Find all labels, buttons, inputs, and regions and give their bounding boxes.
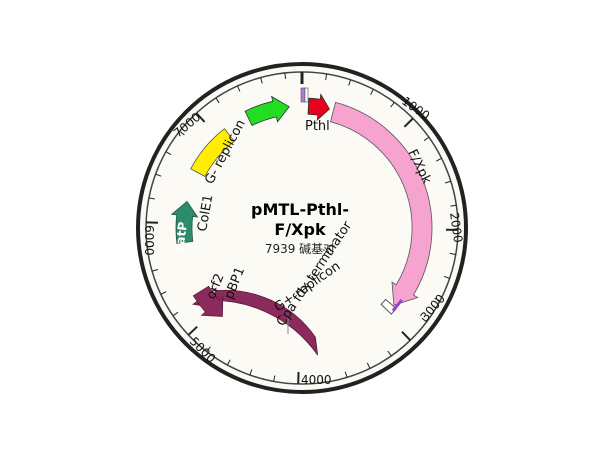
tick-1000 [403, 117, 414, 128]
tick-marks [146, 72, 459, 384]
marker-bar-purple-top [300, 87, 306, 103]
cole1-origin-box[interactable] [190, 128, 235, 177]
marker-bar-purple-bottom [391, 298, 404, 312]
tick-7200 [215, 97, 220, 104]
tick-3200 [387, 350, 392, 357]
tick-7400 [236, 85, 241, 92]
tick-7800 [284, 72, 287, 79]
tick-600 [370, 89, 374, 95]
tick-label-4000: 4000 [301, 373, 332, 387]
f-xpk-gene-arrow[interactable] [330, 101, 433, 306]
tick-5400 [160, 291, 167, 295]
pthl-label: Pthl [305, 119, 330, 134]
orf2-arrow[interactable] [192, 285, 224, 317]
tick-400 [348, 79, 352, 86]
tick-4400 [249, 369, 253, 376]
tick-200 [325, 73, 328, 80]
tick-6400 [155, 173, 162, 177]
catp-gene-arrow[interactable] [170, 200, 199, 244]
tick-6200 [148, 197, 155, 200]
tick-3600 [344, 371, 348, 378]
tick-6600 [165, 151, 172, 156]
tick-4600 [226, 359, 231, 366]
tick-label-2000: 2000 [447, 211, 465, 243]
tick-1600 [444, 180, 451, 184]
tick-5200 [172, 311, 179, 317]
marker-bar-white-top [304, 87, 309, 103]
tick-4800 [206, 346, 211, 352]
plasmid-name-line1: pMTL-Pthl- [251, 200, 349, 219]
tick-2600 [434, 297, 441, 302]
tick-label-6000: 6000 [142, 225, 156, 256]
tick-3800 [321, 376, 324, 383]
tick-800 [390, 101, 395, 108]
tick-5000 [187, 325, 198, 336]
pthl-promoter-arrow[interactable] [307, 93, 330, 122]
tick-4200 [273, 375, 276, 382]
catp-label: catP [172, 221, 190, 253]
tick-2200 [449, 252, 456, 255]
g-minus-replicon-arrow[interactable] [244, 95, 290, 127]
tick-3400 [366, 362, 371, 369]
plasmid-name-line2: F/Xpk [274, 220, 326, 239]
tick-2800 [421, 317, 427, 323]
plasmid-size: 7939 碱基对 [265, 242, 335, 256]
tick-1200 [423, 136, 430, 142]
cole1-label: ColE1 [195, 194, 216, 233]
tick-2400 [443, 275, 450, 279]
tick-3000 [401, 330, 412, 341]
tick-1400 [435, 157, 442, 162]
tick-1800 [450, 204, 457, 207]
tick-5600 [151, 269, 158, 272]
tick-7000 [195, 112, 206, 123]
tick-5800 [147, 245, 154, 248]
tick-7600 [260, 77, 263, 84]
tick-6800 [179, 130, 185, 136]
